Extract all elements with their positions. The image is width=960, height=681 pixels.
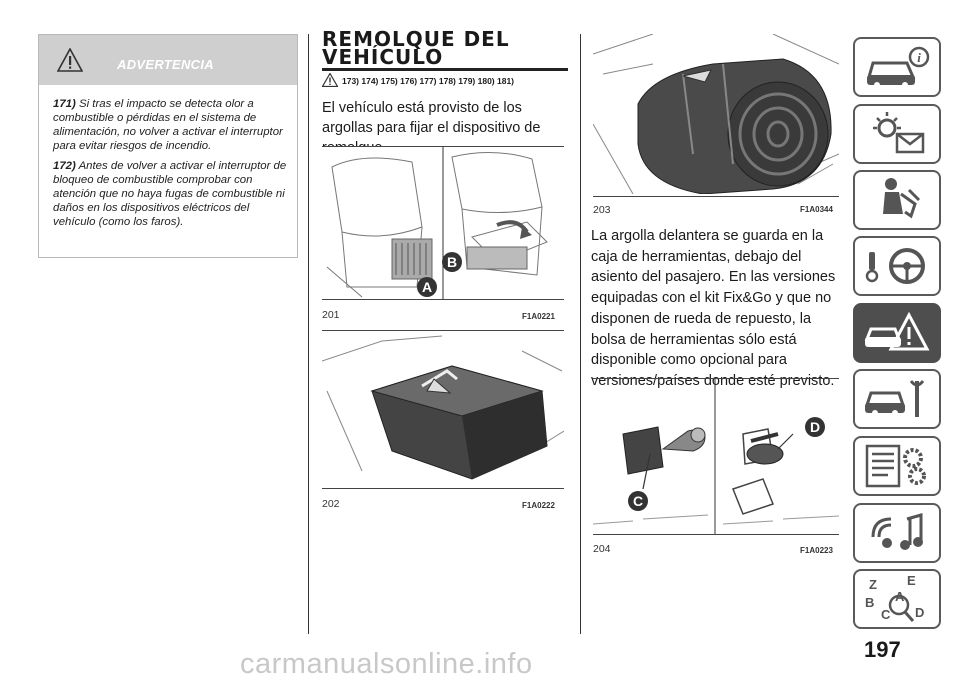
figure-number: 202 [322,498,340,510]
warning-lights-icon [873,112,925,154]
title-underline [322,68,568,71]
figure-number: 201 [322,309,340,321]
section-title: REMOLQUE DEL VEHÍCULO [322,27,510,69]
svg-text:B: B [447,254,457,270]
svg-text:i: i [917,50,921,65]
svg-text:A: A [422,279,432,295]
svg-text:B: B [865,595,874,610]
body-paragraph: La argolla delantera se guarda en la caj… [591,228,836,389]
figure-code: F1A0344 [800,205,833,214]
callout-b [442,252,462,272]
column-divider [308,34,309,634]
sidebar-tab-technical-data[interactable] [853,436,941,496]
figure-number: 203 [593,204,611,216]
callout-c [628,491,648,511]
callout-a [417,277,437,297]
sidebar-tab-multimedia[interactable] [853,503,941,563]
figure-bottom-rule [593,534,839,535]
figure-top-rule [593,378,839,379]
warning-title: ADVERTENCIA [117,57,214,72]
figure-201-illustration: A B [322,147,564,299]
airbag-safety-icon [883,178,921,219]
warning-references: 173) 174) 175) 176) 177) 178) 179) 180) … [342,76,515,86]
figure-top-rule [322,146,564,147]
sidebar-tab-car-info[interactable]: i [853,37,941,97]
figure-bottom-rule [593,196,839,197]
emergency-icon [864,311,930,351]
warning-box: ADVERTENCIA 171) Si tras el impacto se d… [38,34,298,258]
svg-text:D: D [810,419,820,435]
svg-text:E: E [907,573,916,588]
svg-text:C: C [881,607,891,622]
warning-item: 172) Antes de volver a activar el interr… [53,160,287,228]
sidebar-tab-maintenance[interactable] [853,369,941,429]
svg-text:C: C [633,493,643,509]
figure-code: F1A0221 [522,312,555,321]
multimedia-icon [871,513,923,550]
technical-data-icon [865,444,926,488]
figure-bottom-rule [322,488,564,489]
warning-triangle-icon [57,48,83,72]
sidebar-tab-emergency[interactable] [853,303,941,363]
warning-header: ADVERTENCIA [39,35,297,85]
figure-code: F1A0222 [522,501,555,510]
page-number: 197 [864,637,901,662]
svg-text:Z: Z [869,577,877,592]
sidebar-tab-safety[interactable] [853,170,941,230]
maintenance-icon [864,380,925,417]
figure-code: F1A0223 [800,546,833,555]
svg-text:D: D [915,605,924,620]
car-info-icon: i [867,46,930,88]
sidebar-tab-warning-lights[interactable] [853,104,941,164]
sidebar-tab-starting-driving[interactable] [853,236,941,296]
steering-wheel-icon [865,248,925,284]
warning-item: 171) Si tras el impacto se detecta olor … [53,98,283,152]
figure-202-illustration [322,335,564,480]
warning-body: 171) Si tras el impacto se detecta olor … [53,97,293,235]
figure-top-rule [322,330,564,331]
watermark: carmanualsonline.info [240,648,533,680]
figure-number: 204 [593,543,611,555]
figure-bottom-rule [322,299,564,300]
warning-triangle-icon [322,73,338,87]
figure-203-illustration [593,34,839,194]
figure-204-illustration: C D [593,379,839,534]
callout-d [805,417,825,437]
column-divider [580,34,581,634]
